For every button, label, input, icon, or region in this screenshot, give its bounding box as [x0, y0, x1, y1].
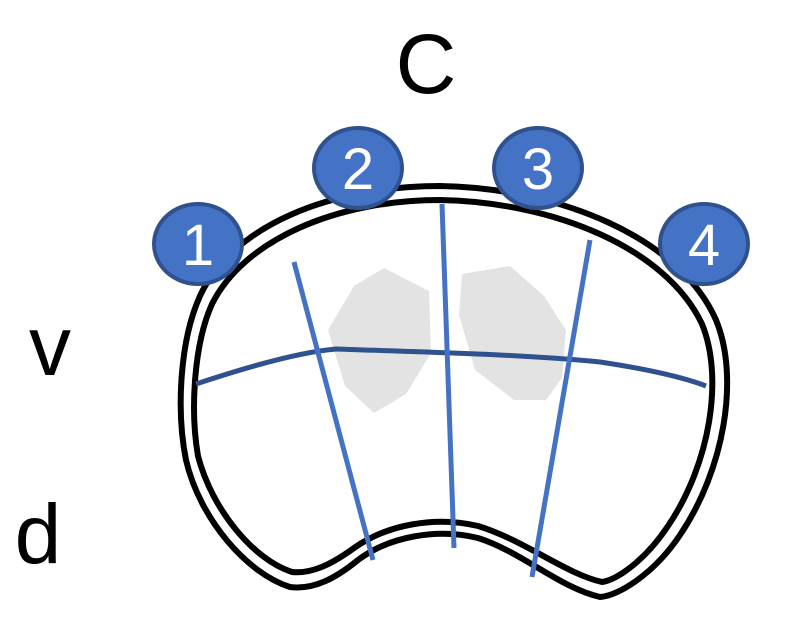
- svg-text:4: 4: [688, 213, 720, 278]
- svg-text:2: 2: [342, 137, 374, 202]
- label-v: v: [29, 299, 71, 393]
- marker-3: 3: [492, 126, 584, 210]
- inner-outline: [191, 196, 716, 586]
- section-line-1: [291, 261, 376, 561]
- label-c: C: [396, 17, 457, 111]
- shaded-region-right: [459, 266, 566, 400]
- shaded-region-left: [328, 268, 431, 413]
- outer-outline: [177, 182, 731, 601]
- section-line-3: [529, 239, 593, 578]
- section-line-2: [439, 203, 457, 549]
- svg-text:3: 3: [522, 137, 554, 202]
- marker-1: 1: [152, 202, 244, 286]
- label-d: d: [15, 487, 62, 581]
- marker-4: 4: [658, 202, 750, 286]
- svg-text:1: 1: [182, 213, 214, 278]
- horizontal-section-line: [195, 346, 707, 389]
- marker-2: 2: [312, 126, 404, 210]
